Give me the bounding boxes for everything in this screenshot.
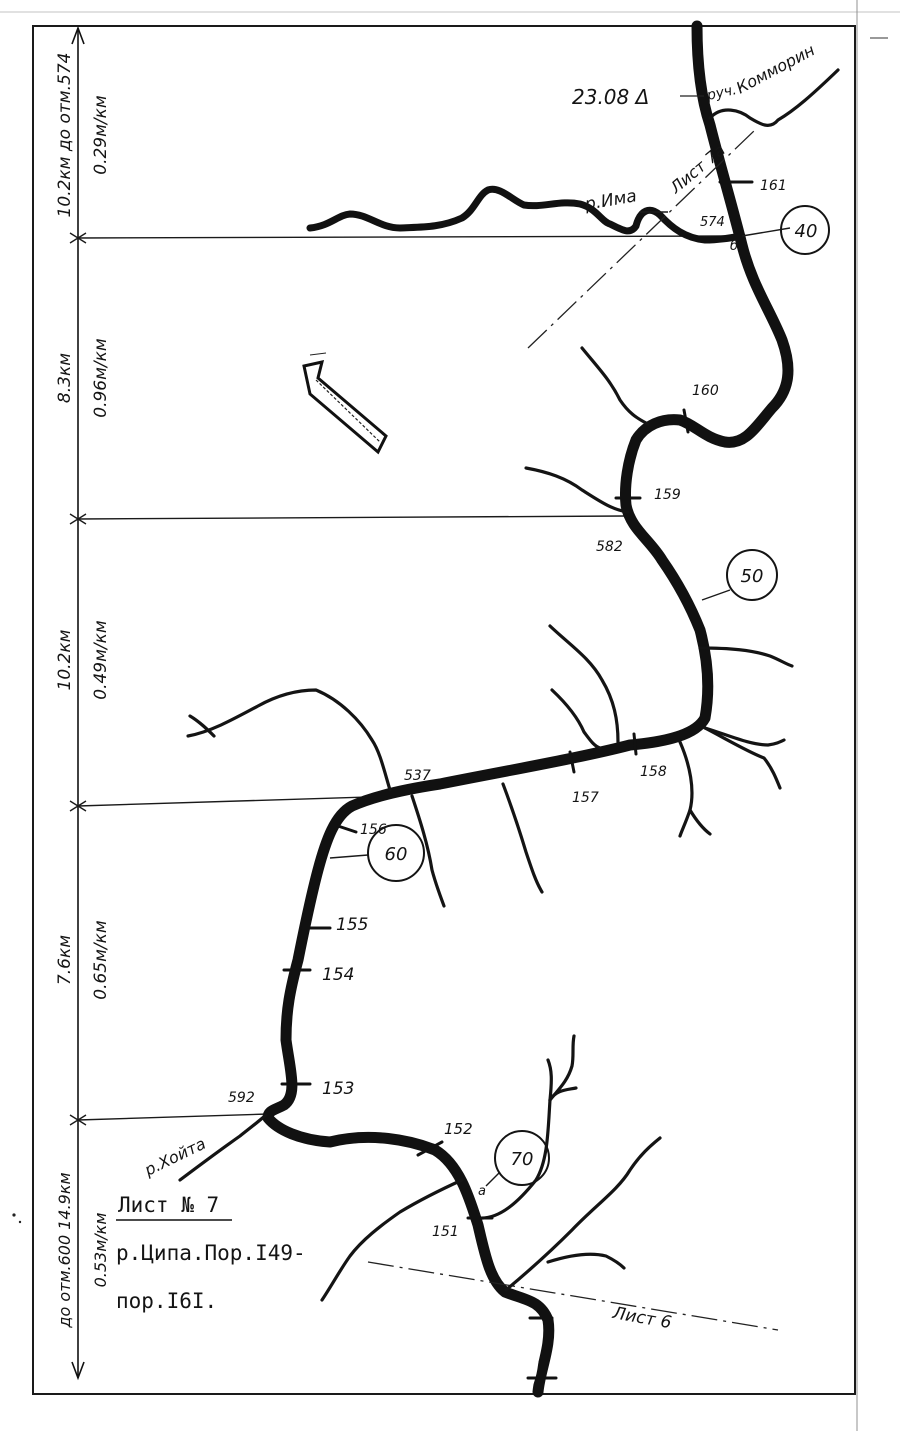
map-frame — [32, 25, 856, 1395]
rapid-label-153: 153 — [322, 1079, 354, 1099]
letter-b: б — [730, 239, 738, 254]
sheet-subtitle-line1: р.Ципа.Пор.I49- — [116, 1241, 306, 1265]
scale-distance-label: 8.3км — [55, 353, 75, 403]
sheet-6-label: Лист 6 — [610, 1303, 673, 1333]
river-hoyta — [178, 1113, 268, 1182]
rapid-label-155: 155 — [336, 915, 368, 935]
river-hoyta-label: р.Хойта — [141, 1134, 209, 1180]
sheet-boundary-7a — [527, 129, 756, 349]
scale-segment-1: 10.2км до отм.574 0.29м/км — [55, 53, 111, 218]
stream-kommorin-label: Комморин — [733, 40, 818, 97]
scale-slope-label: 0.49м/км — [91, 620, 111, 700]
main-river-tsipa-channel — [529, 1321, 539, 1391]
elevation-582: 582 — [596, 539, 623, 555]
km-label: 50 — [741, 566, 764, 587]
km-marker-60: 60 — [367, 824, 425, 882]
km-marker-40: 40 — [780, 205, 830, 255]
elevation-574: 574 — [700, 215, 725, 230]
sheet-subtitle-line2: пор.I6I. — [116, 1289, 217, 1313]
scale-distance-label: 10.2км — [55, 629, 75, 690]
main-river-tsipa — [262, 20, 794, 1398]
km-label: 60 — [385, 844, 408, 865]
scale-divisions — [69, 232, 731, 1126]
scale-slope-label: 0.29м/км — [91, 95, 111, 175]
scale-slope-label: 0.65м/км — [91, 920, 111, 1000]
rapid-label-157: 157 — [572, 790, 599, 806]
scale-distance-label: 7.6км — [55, 935, 75, 985]
km-marker-70: 70 — [494, 1130, 550, 1186]
rapid-label-160: 160 — [692, 383, 719, 399]
rapid-label-161: 161 — [760, 178, 787, 194]
rapid-label-151: 151 — [432, 1224, 459, 1240]
scale-distance-label: до отм.600 14.9км — [55, 1172, 74, 1328]
scale-arrow-top — [71, 25, 85, 45]
rapid-label-156: 156 — [360, 822, 387, 838]
letter-a: а — [478, 1184, 486, 1199]
scale-arrow-bottom — [71, 1361, 85, 1381]
km-label: 40 — [795, 221, 818, 242]
rapid-ticks — [280, 180, 754, 1380]
scale-segment-5: до отм.600 14.9км 0.53м/км — [55, 1172, 110, 1328]
scale-segment-3: 10.2км 0.49м/км — [55, 620, 111, 700]
scale-distance-label: 10.2км до отм.574 — [55, 53, 75, 218]
km-label: 70 — [511, 1149, 534, 1170]
stream-kommorin — [708, 68, 840, 127]
scale-slope-label: 0.53м/км — [91, 1213, 110, 1288]
stream-kommorin-prefix: руч. — [705, 82, 739, 104]
elevation-592: 592 — [228, 1090, 255, 1106]
sheet-boundary-6 — [367, 1261, 779, 1331]
sheet-title: Лист № 7 — [118, 1193, 219, 1217]
river-ima-label: р.Има — [582, 186, 638, 215]
benchmark-label: 23.08 Δ — [572, 85, 649, 109]
scale-segment-4: 7.6км 0.65м/км — [55, 920, 111, 1000]
rapid-label-152: 152 — [444, 1120, 473, 1138]
rapid-label-159: 159 — [654, 487, 681, 503]
scale-slope-label: 0.96м/км — [91, 338, 111, 418]
flow-direction-arrow — [302, 352, 388, 455]
elevation-537: 537 — [404, 768, 431, 784]
river-ima — [306, 185, 746, 244]
tributaries — [186, 346, 794, 1302]
rapid-label-154: 154 — [322, 965, 354, 985]
scan-speck — [18, 1220, 22, 1224]
scale-segment-2: 8.3км 0.96м/км — [55, 338, 111, 418]
scan-speck — [12, 1213, 16, 1217]
rapid-label-158: 158 — [640, 764, 667, 780]
km-marker-50: 50 — [726, 549, 778, 601]
